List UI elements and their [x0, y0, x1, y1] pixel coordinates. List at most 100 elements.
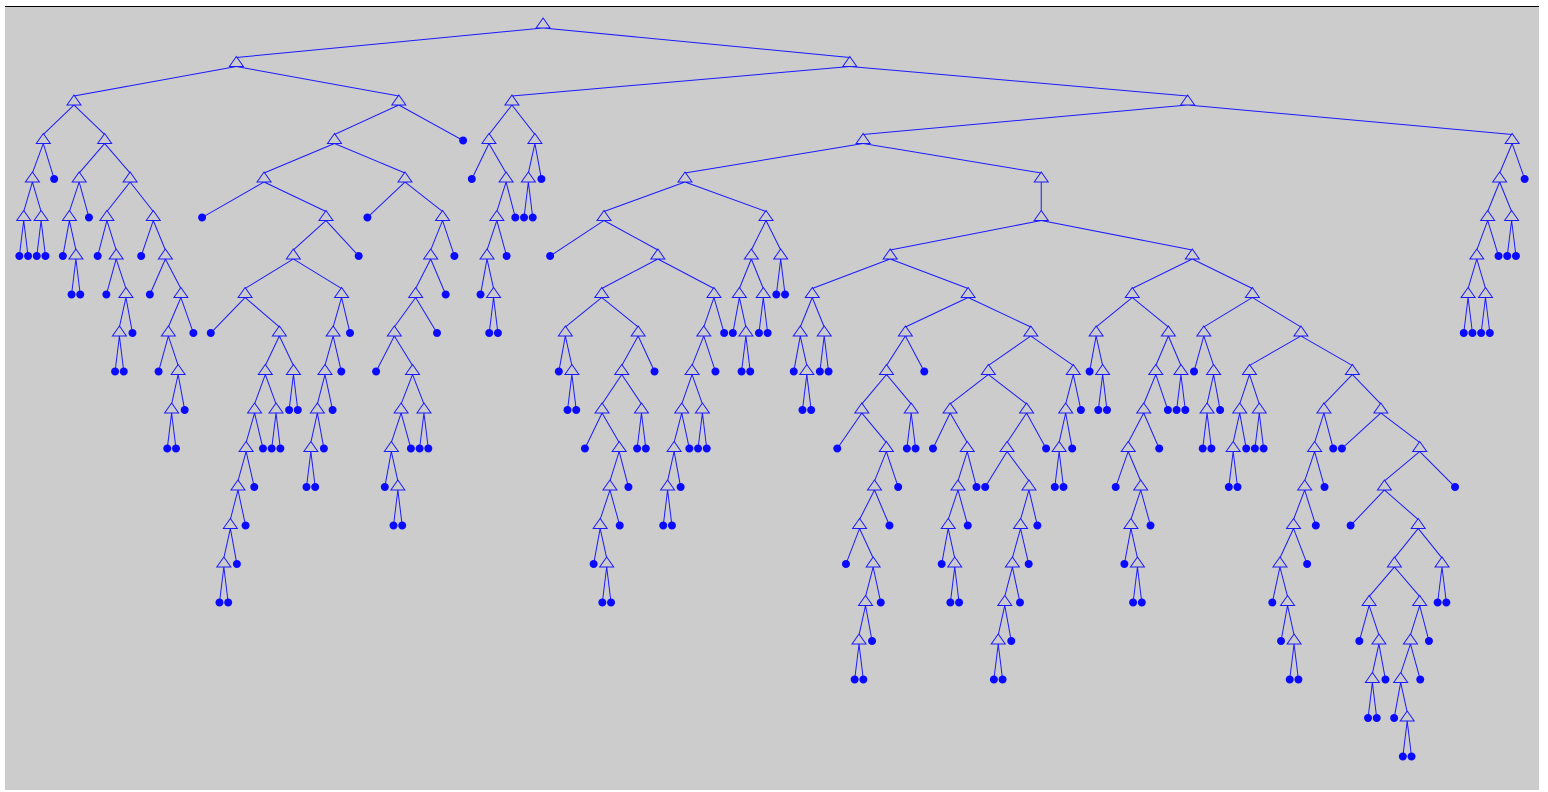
leaf-node-dot-icon[interactable]: [1033, 521, 1042, 530]
leaf-node-dot-icon[interactable]: [1337, 444, 1346, 453]
leaf-node-dot-icon[interactable]: [546, 252, 555, 260]
leaf-node-dot-icon[interactable]: [946, 598, 955, 607]
leaf-node-dot-icon[interactable]: [633, 444, 642, 453]
internal-node-triangle-icon[interactable]: [841, 55, 858, 67]
internal-node-triangle-icon[interactable]: [816, 325, 833, 337]
leaf-node-dot-icon[interactable]: [1346, 521, 1355, 530]
leaf-node-dot-icon[interactable]: [398, 521, 407, 530]
leaf-node-dot-icon[interactable]: [345, 329, 354, 337]
internal-node-triangle-icon[interactable]: [851, 633, 867, 645]
leaf-node-dot-icon[interactable]: [1198, 444, 1207, 453]
leaf-node-dot-icon[interactable]: [1137, 598, 1146, 607]
leaf-node-dot-icon[interactable]: [685, 444, 694, 453]
internal-node-triangle-icon[interactable]: [1372, 402, 1389, 414]
internal-node-triangle-icon[interactable]: [611, 440, 628, 452]
internal-node-triangle-icon[interactable]: [1479, 209, 1496, 221]
leaf-node-dot-icon[interactable]: [789, 367, 798, 376]
leaf-node-dot-icon[interactable]: [902, 444, 911, 453]
internal-node-triangle-icon[interactable]: [480, 132, 497, 144]
internal-node-triangle-icon[interactable]: [677, 171, 693, 183]
internal-node-triangle-icon[interactable]: [61, 209, 78, 221]
leaf-node-dot-icon[interactable]: [1433, 598, 1442, 607]
leaf-node-dot-icon[interactable]: [1068, 444, 1077, 453]
internal-node-triangle-icon[interactable]: [526, 132, 543, 144]
leaf-node-dot-icon[interactable]: [876, 598, 885, 607]
internal-node-triangle-icon[interactable]: [108, 248, 125, 260]
internal-node-triangle-icon[interactable]: [731, 286, 748, 298]
internal-node-triangle-icon[interactable]: [117, 286, 134, 298]
internal-node-triangle-icon[interactable]: [878, 363, 895, 375]
leaf-node-dot-icon[interactable]: [833, 444, 842, 453]
leaf-node-dot-icon[interactable]: [1146, 521, 1155, 530]
leaf-node-dot-icon[interactable]: [702, 444, 711, 453]
leaf-node-dot-icon[interactable]: [137, 252, 146, 260]
leaf-node-dot-icon[interactable]: [119, 367, 128, 376]
internal-node-triangle-icon[interactable]: [237, 286, 254, 298]
leaf-node-dot-icon[interactable]: [580, 444, 589, 453]
internal-node-triangle-icon[interactable]: [1051, 440, 1068, 452]
leaf-node-dot-icon[interactable]: [841, 560, 850, 568]
internal-node-triangle-icon[interactable]: [946, 556, 963, 568]
leaf-node-dot-icon[interactable]: [894, 483, 903, 491]
leaf-node-dot-icon[interactable]: [1129, 598, 1138, 607]
internal-node-triangle-icon[interactable]: [1364, 671, 1381, 683]
internal-node-triangle-icon[interactable]: [1504, 132, 1521, 144]
internal-node-triangle-icon[interactable]: [1033, 209, 1050, 221]
leaf-node-dot-icon[interactable]: [433, 329, 442, 337]
internal-node-triangle-icon[interactable]: [238, 440, 255, 452]
internal-node-triangle-icon[interactable]: [1402, 633, 1419, 645]
leaf-node-dot-icon[interactable]: [476, 290, 485, 299]
leaf-node-dot-icon[interactable]: [232, 560, 241, 568]
leaf-node-dot-icon[interactable]: [163, 444, 172, 453]
internal-node-triangle-icon[interactable]: [1012, 517, 1029, 529]
internal-node-triangle-icon[interactable]: [798, 363, 815, 375]
leaf-node-dot-icon[interactable]: [1233, 483, 1242, 491]
leaf-node-dot-icon[interactable]: [415, 444, 424, 453]
internal-node-triangle-icon[interactable]: [1370, 633, 1387, 645]
internal-node-triangle-icon[interactable]: [488, 209, 505, 221]
leaf-node-dot-icon[interactable]: [1155, 444, 1164, 453]
internal-node-triangle-icon[interactable]: [397, 171, 413, 183]
leaf-node-dot-icon[interactable]: [1407, 752, 1416, 761]
leaf-node-dot-icon[interactable]: [328, 406, 337, 414]
internal-node-triangle-icon[interactable]: [980, 363, 997, 375]
internal-node-triangle-icon[interactable]: [1020, 479, 1037, 491]
leaf-node-dot-icon[interactable]: [224, 598, 233, 607]
internal-node-triangle-icon[interactable]: [673, 402, 690, 414]
leaf-node-dot-icon[interactable]: [981, 483, 990, 491]
internal-node-triangle-icon[interactable]: [737, 325, 754, 337]
internal-node-triangle-icon[interactable]: [415, 402, 432, 414]
internal-node-triangle-icon[interactable]: [256, 171, 273, 183]
leaf-node-dot-icon[interactable]: [868, 637, 877, 645]
internal-node-triangle-icon[interactable]: [1057, 402, 1074, 414]
leaf-node-dot-icon[interactable]: [1424, 637, 1433, 645]
leaf-node-dot-icon[interactable]: [1320, 483, 1329, 491]
leaf-node-dot-icon[interactable]: [754, 329, 763, 337]
internal-node-triangle-icon[interactable]: [317, 363, 333, 375]
leaf-node-dot-icon[interactable]: [711, 367, 720, 376]
leaf-node-dot-icon[interactable]: [1242, 444, 1251, 453]
internal-node-triangle-icon[interactable]: [853, 402, 870, 414]
internal-node-triangle-icon[interactable]: [1410, 517, 1427, 529]
internal-node-triangle-icon[interactable]: [1160, 325, 1177, 337]
internal-node-triangle-icon[interactable]: [950, 479, 966, 491]
internal-node-triangle-icon[interactable]: [684, 363, 701, 375]
leaf-node-dot-icon[interactable]: [267, 444, 276, 453]
leaf-node-dot-icon[interactable]: [815, 367, 824, 376]
leaf-node-dot-icon[interactable]: [467, 175, 476, 183]
leaf-node-dot-icon[interactable]: [102, 290, 111, 299]
leaf-node-dot-icon[interactable]: [798, 406, 807, 414]
internal-node-triangle-icon[interactable]: [535, 17, 552, 29]
internal-node-triangle-icon[interactable]: [851, 517, 868, 529]
internal-node-triangle-icon[interactable]: [705, 286, 722, 298]
internal-node-triangle-icon[interactable]: [1315, 402, 1332, 414]
internal-node-triangle-icon[interactable]: [666, 440, 683, 452]
internal-node-triangle-icon[interactable]: [302, 440, 319, 452]
leaf-node-dot-icon[interactable]: [1277, 637, 1286, 645]
internal-node-triangle-icon[interactable]: [122, 171, 139, 183]
internal-node-triangle-icon[interactable]: [1306, 440, 1323, 452]
leaf-node-dot-icon[interactable]: [781, 290, 790, 299]
internal-node-triangle-icon[interactable]: [755, 286, 772, 298]
internal-node-triangle-icon[interactable]: [1251, 402, 1268, 414]
leaf-node-dot-icon[interactable]: [937, 560, 946, 568]
